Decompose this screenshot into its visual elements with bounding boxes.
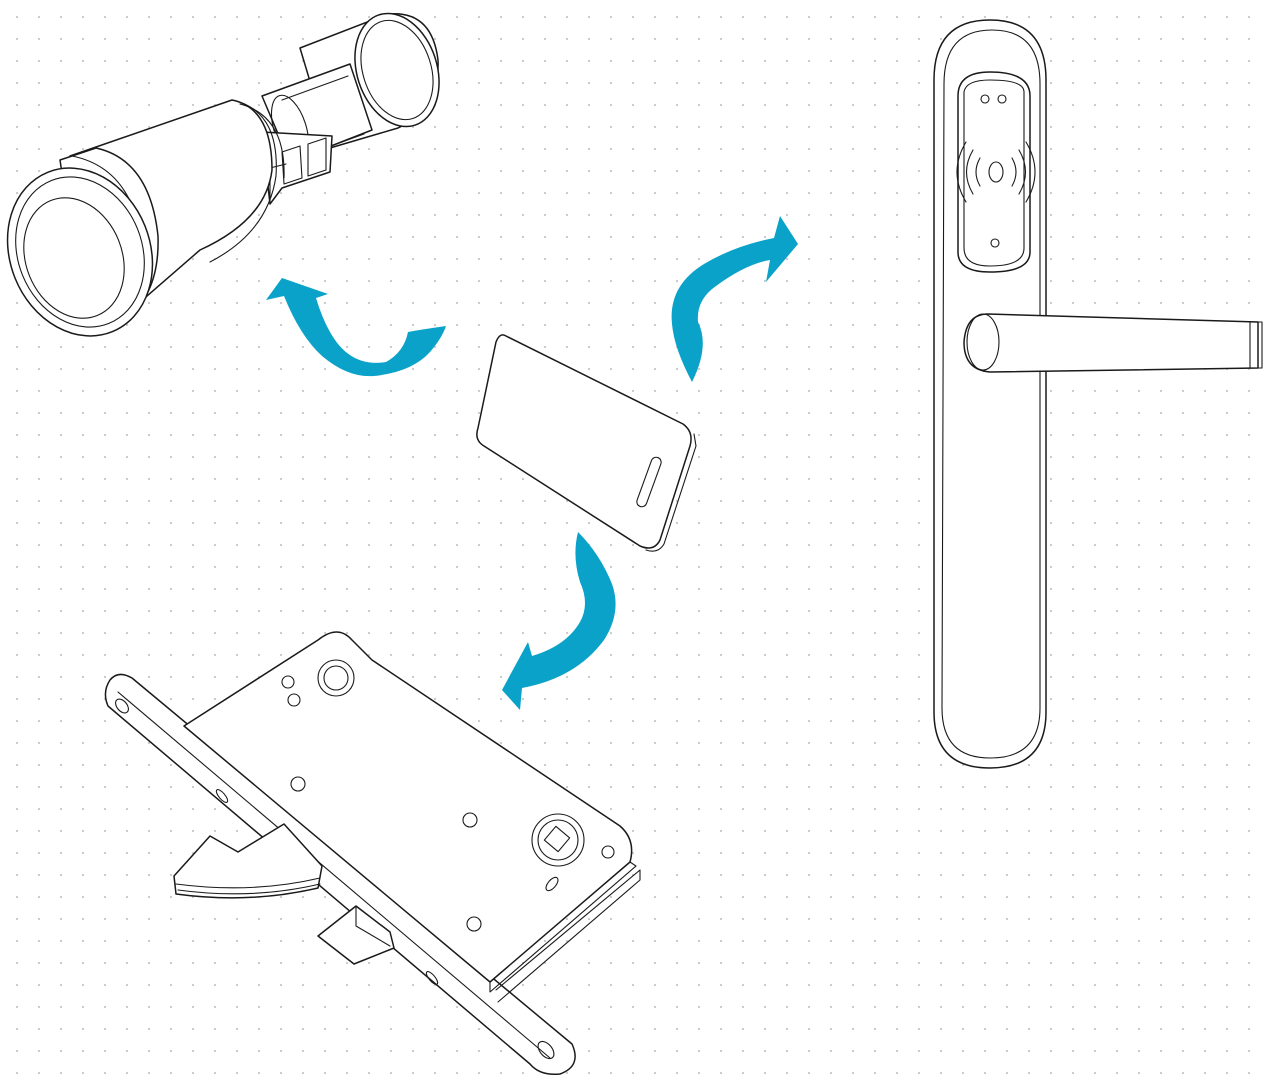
keyhole-icon (531, 813, 585, 867)
mortise-latch-bolt (173, 823, 323, 899)
arrow-to-handle-icon (671, 216, 798, 382)
arrow-to-cylinder-icon (266, 278, 446, 377)
mortise-deadbolt (317, 905, 395, 965)
mortise-faceplate (104, 673, 576, 1076)
handle-lever (963, 313, 1263, 373)
phone-button-icon (636, 456, 662, 508)
indicator-light-icon (980, 94, 990, 104)
mortise-lock (104, 631, 641, 1076)
cylinder-body (261, 131, 333, 205)
arrows (266, 216, 798, 710)
mortise-case (183, 631, 641, 1003)
door-handle (933, 19, 1263, 769)
handle-reader-panel (956, 71, 1036, 273)
arrow-to-mortise-icon (502, 532, 616, 710)
nfc-icon (956, 141, 1036, 203)
cylinder-front-knob (6, 147, 159, 337)
sensor-dot-icon (990, 238, 1000, 248)
indicator-light-icon (997, 94, 1007, 104)
cylinder-lock (6, 12, 440, 337)
smartphone-key (476, 334, 697, 552)
